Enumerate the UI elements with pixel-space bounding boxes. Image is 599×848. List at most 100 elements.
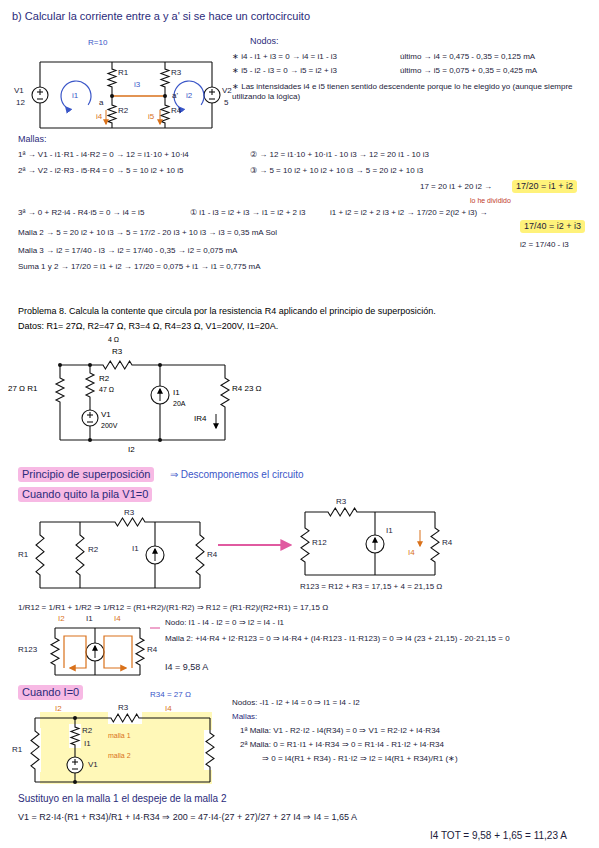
handwritten-note: ∗ i5 - i2 - i3 = 0 → i5 = i2 + i3	[232, 66, 337, 76]
resistor-symbol	[51, 635, 59, 668]
handwritten-note: último → i5 = 0,075 + 0,35 = 0,425 mA	[400, 66, 537, 76]
wire	[374, 512, 375, 575]
printed-text: R4 23 Ω	[232, 384, 262, 394]
voltage-source	[67, 757, 83, 773]
printed-text: 200V	[101, 422, 117, 430]
handwritten-note: R2	[82, 726, 92, 736]
handwritten-note: Mallas:	[232, 712, 257, 722]
handwritten-note: I1	[132, 544, 139, 554]
resistor-gap	[219, 375, 231, 410]
resistor-gap	[106, 66, 118, 90]
resistor-symbol	[31, 728, 39, 772]
resistor-symbol	[196, 532, 204, 578]
handwritten-note: i1	[72, 91, 78, 101]
resistor-symbol	[136, 635, 144, 668]
wire	[160, 110, 161, 124]
handwritten-note: R3	[118, 703, 128, 713]
highlighted-text: Principio de superposición	[22, 468, 150, 480]
resistor-gap	[106, 102, 118, 126]
printed-text: 47 Ω	[99, 386, 114, 394]
wire	[305, 511, 435, 512]
highlight-band: Cuando I=0	[18, 685, 83, 700]
handwritten-note: R4	[442, 538, 452, 548]
handwritten-note: R2	[118, 106, 128, 116]
wire	[40, 61, 212, 62]
handwritten-note: R=10	[88, 38, 107, 48]
handwritten-note: I4	[114, 614, 121, 624]
handwritten-note: ∗ i4 - i1 + i3 = 0 → i4 = i1 - i3	[232, 52, 337, 62]
handwritten-note: I4 TOT = 9,58 + 1,65 = 11,23 A	[430, 830, 567, 842]
wire	[35, 781, 210, 782]
junction-dot	[73, 780, 77, 784]
handwritten-note: malla 1	[108, 732, 131, 740]
resistor-gap	[112, 516, 148, 528]
resistor-gap	[134, 635, 146, 668]
resistor-gap	[204, 730, 216, 770]
printed-text: 27 Ω R1	[8, 384, 38, 394]
highlight-band: Principio de superposición	[18, 467, 154, 482]
wire	[94, 628, 95, 675]
handwritten-note: I4	[408, 548, 415, 558]
handwritten-note: b) Calcular la corriente entre a y a' si…	[12, 10, 310, 23]
handwritten-note: R34 = 27 Ω	[150, 690, 191, 700]
handwritten-note: 1ª Malla: V1 - R2·I2 - I4(R34) = 0 ⇒ V1 …	[240, 726, 440, 736]
handwritten-note: I1	[386, 526, 393, 536]
resistor-symbol	[71, 724, 79, 748]
handwritten-note: 17 = 20 i1 + 20 i2 →	[420, 182, 492, 192]
wire	[154, 522, 155, 588]
junction-dot	[158, 438, 162, 442]
wire	[211, 89, 212, 95]
handwritten-note: ③ → 5 = 10 i2 + 10 i2 + 10 i3 → 5 = 20 i…	[250, 166, 423, 176]
handwritten-note: R12	[312, 538, 327, 548]
handwritten-note: lo he dividido	[470, 197, 511, 205]
handwritten-note: R2	[88, 545, 98, 555]
current-source	[366, 535, 384, 553]
printed-text: Datos: R1= 27Ω, R2=47 Ω, R3=4 Ω, R4=23 Ω…	[18, 321, 278, 332]
resistor-gap	[108, 712, 142, 724]
wire	[211, 62, 212, 128]
loop-current	[61, 81, 91, 107]
handwritten-note: 2ª Malla: 0 = R1·I1 + I4·R34 ⇒ 0 = R1·I4…	[240, 740, 444, 750]
handwritten-note: I2	[58, 614, 65, 624]
handwritten-note: R123	[18, 645, 37, 655]
highlight	[40, 712, 212, 784]
resistor-gap	[69, 724, 81, 748]
wire	[40, 127, 212, 128]
handwritten-note: R123 = R12 + R3 = 17,15 + 4 = 21,15 Ω	[300, 582, 442, 592]
handwritten-note: Malla 2 → 5 = 20 i2 + 10 i3 → 5 = 17/2 -…	[18, 228, 277, 238]
resistor-gap	[29, 728, 41, 772]
handwritten-note: R3	[336, 497, 346, 507]
printed-text: R3	[112, 347, 122, 357]
current-source	[151, 386, 169, 404]
resistor-gap	[299, 525, 311, 565]
handwritten-note: i4	[96, 112, 102, 122]
junction-dot	[58, 363, 62, 367]
wire	[150, 627, 160, 628]
wire	[40, 587, 200, 588]
handwritten-note: ∗ Las intensidades i4 e i5 tienen sentid…	[232, 82, 592, 101]
wire	[218, 544, 290, 546]
handwritten-note: R4	[147, 645, 157, 655]
wire	[104, 636, 132, 668]
handwritten-note: a'	[172, 91, 178, 101]
handwritten-note: ⇒ Descomponemos el circuito	[170, 469, 304, 481]
highlighted-text: Cuando I=0	[22, 686, 79, 698]
voltage-source	[204, 87, 220, 103]
handwritten-note: malla 2	[108, 752, 131, 760]
resistor-gap	[159, 66, 171, 90]
junction-dot	[88, 438, 92, 442]
resistor-symbol	[108, 102, 116, 126]
highlight-band: 17/20 = i1 + i2	[512, 180, 577, 193]
resistor-gap	[100, 359, 135, 371]
resistor-symbol	[56, 375, 64, 405]
wire	[112, 95, 165, 96]
wire	[209, 98, 215, 99]
handwritten-note: 3ª → 0 + R2·i4 - R4·i5 = 0 → i4 = i5	[18, 208, 144, 218]
loop-current	[174, 81, 204, 107]
handwritten-note: I2	[55, 704, 62, 714]
handwritten-note: I4 = 9,58 A	[165, 662, 208, 673]
wire	[55, 627, 140, 628]
handwritten-note: a	[99, 98, 103, 108]
wire	[37, 98, 43, 99]
wire	[55, 674, 140, 675]
